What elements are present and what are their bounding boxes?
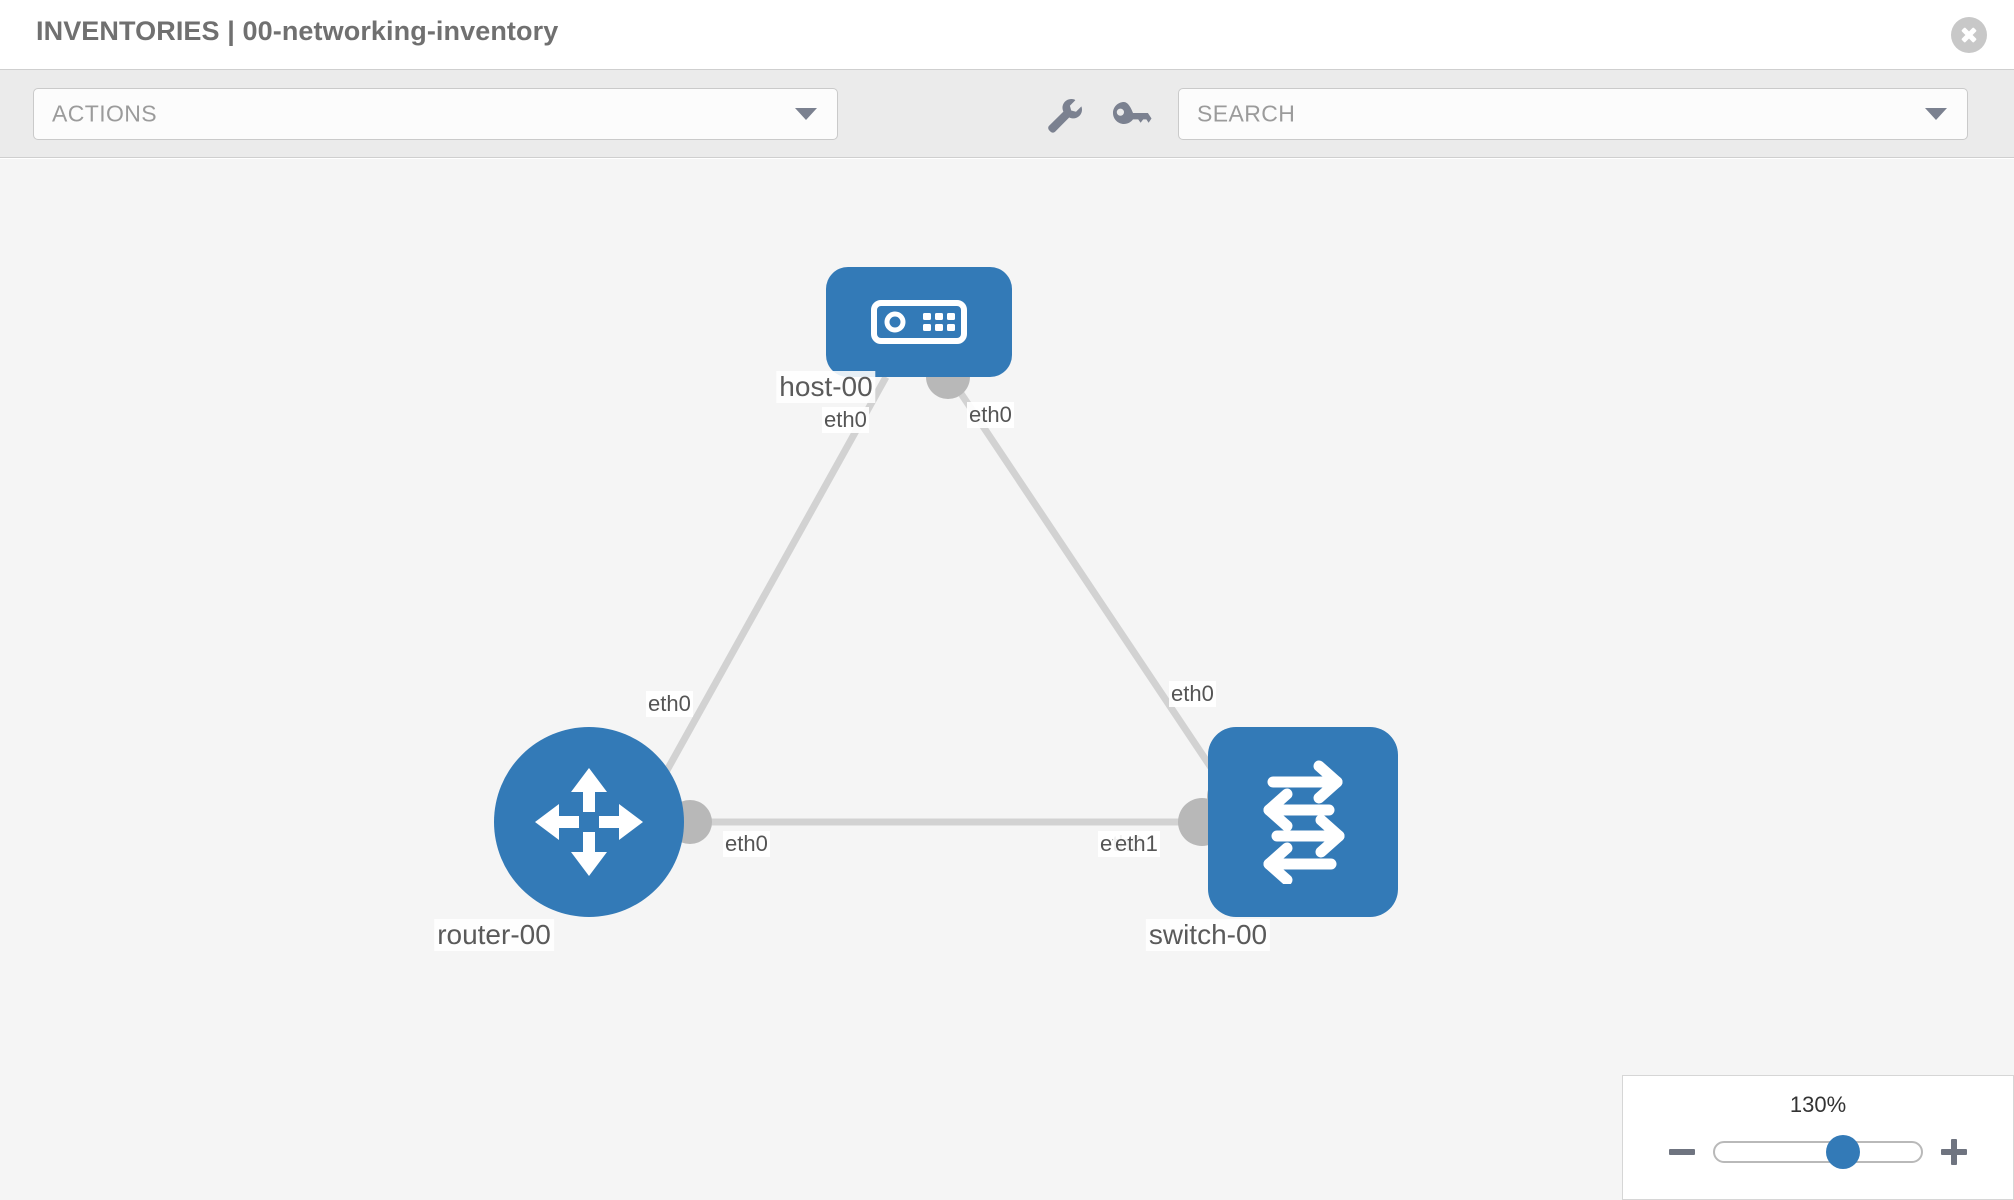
zoom-control-panel: 130%	[1622, 1075, 2014, 1200]
switch-node-label: switch-00	[1145, 919, 1271, 951]
chevron-down-icon	[795, 108, 817, 120]
iface-label-router-right[interactable]: eth0	[723, 831, 770, 857]
host-node-shape[interactable]	[826, 267, 1012, 377]
switch-arrows-icon	[1263, 760, 1345, 884]
iface-label-host-right[interactable]: eth0	[967, 402, 1014, 428]
link-host-router	[647, 375, 890, 801]
iface-label-switch-left[interactable]: eth1	[1113, 831, 1160, 857]
close-icon[interactable]	[1951, 17, 1987, 53]
zoom-control-row	[1623, 1132, 2013, 1172]
router-arrows-icon	[535, 768, 643, 876]
search-dropdown[interactable]: SEARCH	[1178, 88, 1968, 140]
zoom-level-value: 130%	[1789, 1092, 1847, 1117]
actions-dropdown-label: ACTIONS	[52, 100, 158, 127]
zoom-slider-thumb[interactable]	[1825, 1135, 1860, 1169]
server-icon	[871, 300, 967, 344]
page-title: INVENTORIES | 00-networking-inventory	[36, 16, 559, 46]
key-icon[interactable]	[1108, 96, 1152, 136]
zoom-in-button[interactable]	[1941, 1139, 1967, 1165]
topology-canvas[interactable]: host-00	[0, 159, 2014, 1200]
link-host-switch	[947, 375, 1235, 801]
switch-node-shape[interactable]	[1208, 727, 1398, 917]
chevron-down-icon	[1925, 108, 1947, 120]
toolbar: ACTIONS SEARCH	[0, 69, 2014, 158]
iface-label-switch-uplink[interactable]: eth0	[1169, 681, 1216, 707]
iface-label-router-uplink[interactable]: eth0	[646, 691, 693, 717]
search-input-placeholder: SEARCH	[1197, 100, 1296, 127]
page-header: INVENTORIES | 00-networking-inventory	[0, 0, 2014, 69]
router-node-label: router-00	[434, 919, 554, 951]
router-node-shape[interactable]	[494, 727, 684, 917]
iface-label-host-left[interactable]: eth0	[822, 407, 869, 433]
zoom-slider[interactable]	[1713, 1135, 1923, 1169]
actions-dropdown[interactable]: ACTIONS	[33, 88, 838, 140]
host-node-label: host-00	[776, 371, 876, 403]
wrench-icon[interactable]	[1040, 96, 1084, 136]
zoom-out-button[interactable]	[1669, 1139, 1695, 1165]
topology-graph: host-00	[0, 159, 2014, 1200]
